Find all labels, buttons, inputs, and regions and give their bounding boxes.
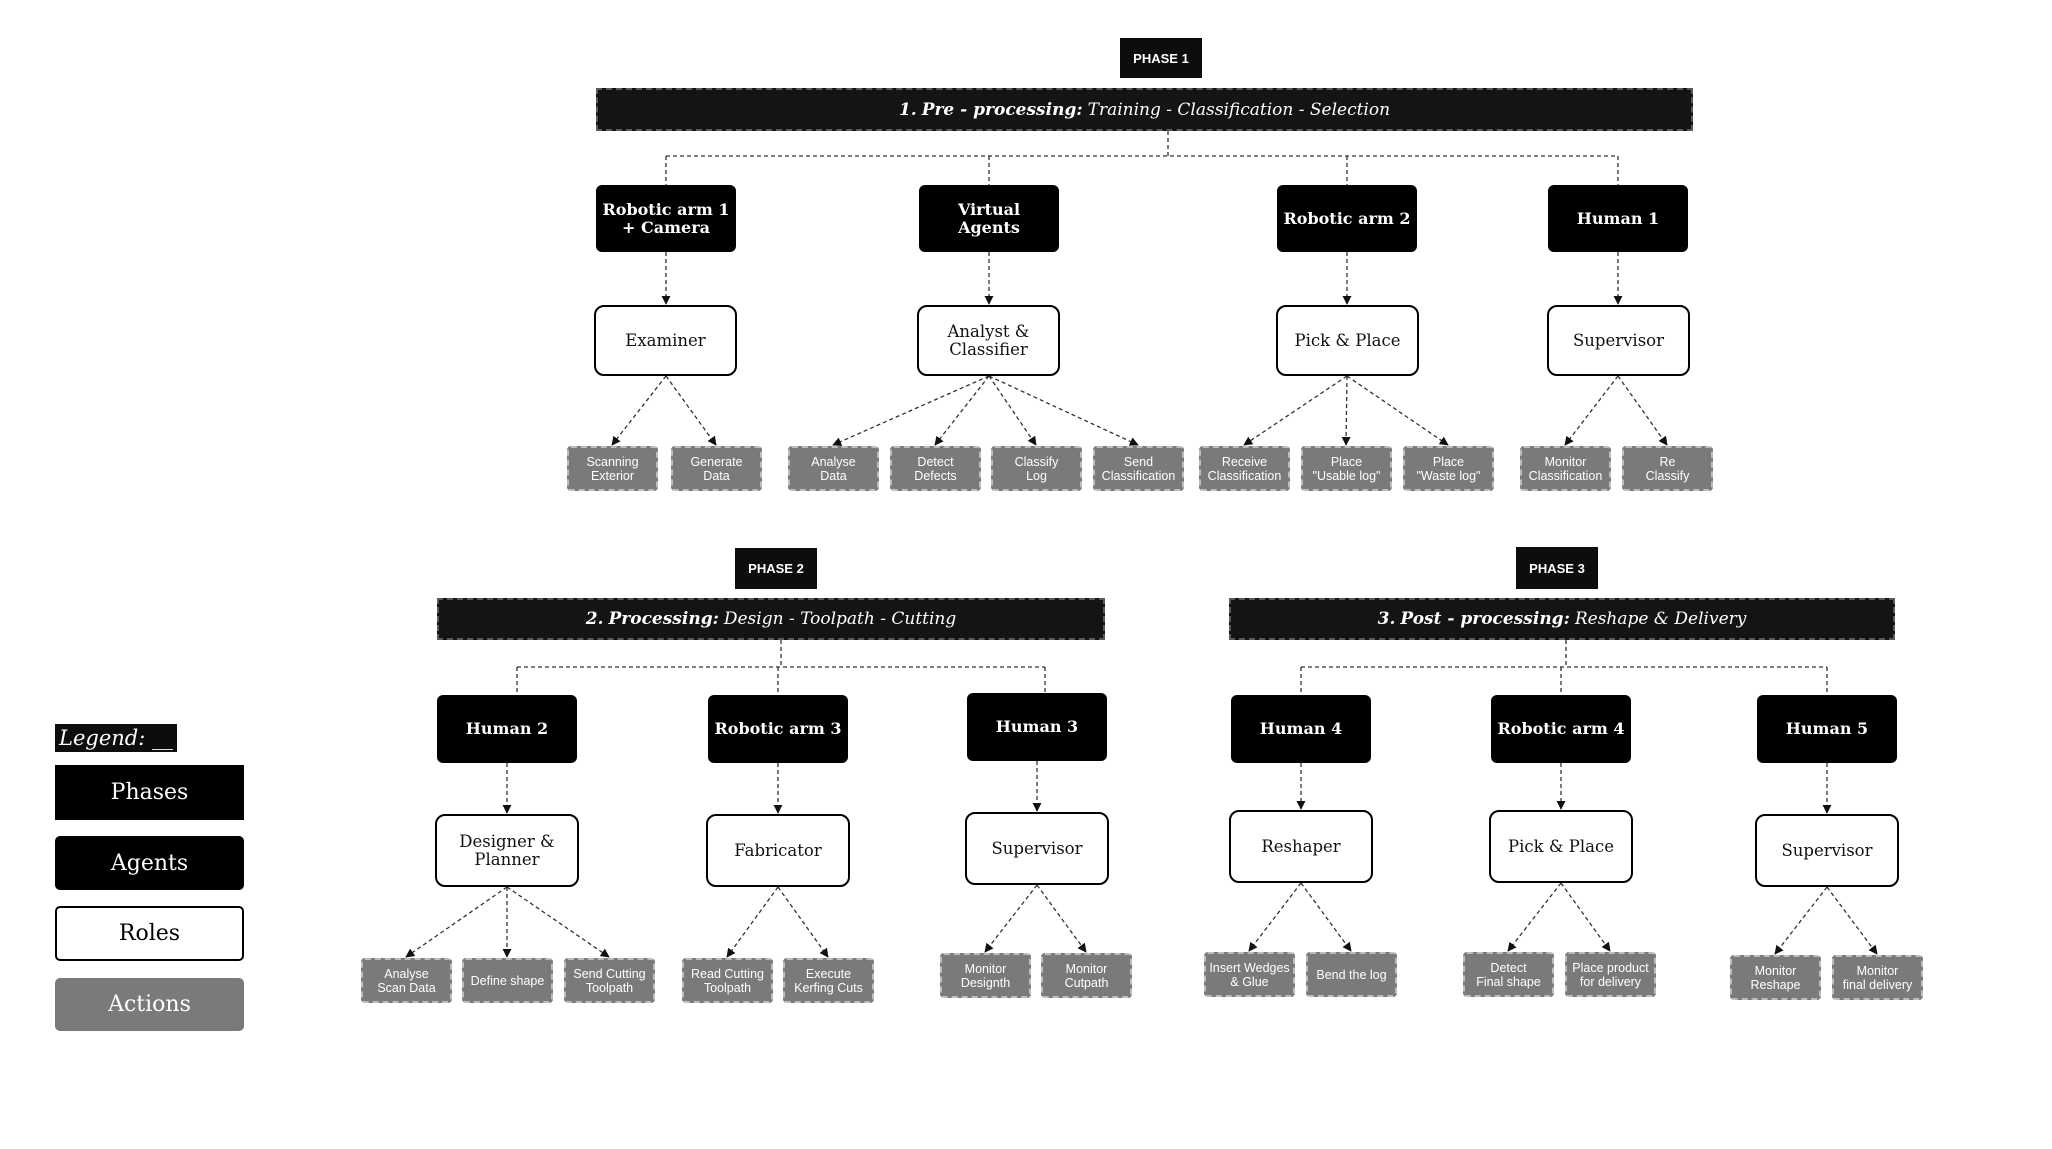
connector-arrow (934, 375, 990, 446)
action-generate-data: Generate Data (671, 446, 762, 491)
agent-robotic-arm-1: Robotic arm 1 + Camera (596, 185, 736, 252)
connector-arrow (984, 884, 1038, 953)
connector-arrow (506, 886, 610, 958)
role-analyst-classifier: Analyst & Classifier (917, 305, 1060, 376)
action-monitor-designth: Monitor Designth (940, 953, 1031, 998)
role-supervisor: Supervisor (1755, 814, 1899, 887)
agent-robotic-arm-3: Robotic arm 3 (708, 695, 848, 763)
phase-3-tag: PHASE 3 (1516, 547, 1598, 589)
action-monitor-classification: Monitor Classification (1520, 446, 1611, 491)
action-send-cutting-toolpath: Send Cutting Toolpath (564, 958, 655, 1003)
action-send-classification: Send Classification (1093, 446, 1184, 491)
connector-arrow (1243, 375, 1348, 446)
connector-arrow (665, 375, 717, 446)
phase-1-title-bold: Pre - processing: (921, 99, 1083, 120)
connector-arrow (726, 886, 779, 958)
legend-roles: Roles (55, 906, 244, 961)
role-supervisor: Supervisor (1547, 305, 1690, 376)
phase-2-number: 2. (585, 609, 604, 629)
legend-actions: Actions (55, 978, 244, 1031)
action-read-cutting-toolpath: Read Cutting Toolpath (682, 958, 773, 1003)
action-execute-kerfing-cuts: Execute Kerfing Cuts (783, 958, 874, 1003)
action-scanning-exterior: Scanning Exterior (567, 446, 658, 491)
agent-robotic-arm-4: Robotic arm 4 (1491, 695, 1631, 763)
connector-arrow (1346, 375, 1449, 446)
connector-arrow (1248, 882, 1302, 952)
phase-1-tag: PHASE 1 (1120, 38, 1202, 78)
role-examiner: Examiner (594, 305, 737, 376)
connector-arrow (1560, 882, 1611, 952)
role-reshaper: Reshaper (1229, 810, 1373, 883)
action-bend-the-log: Bend the log (1306, 952, 1397, 997)
phase-2-tag: PHASE 2 (735, 548, 817, 589)
phase-1-number: 1. (898, 99, 917, 120)
phase-3-title-rest: Reshape & Delivery (1574, 609, 1747, 629)
agent-human-4: Human 4 (1231, 695, 1371, 763)
role-pick-place: Pick & Place (1276, 305, 1419, 376)
agent-robotic-arm-2: Robotic arm 2 (1277, 185, 1417, 252)
connector-arrow (1300, 882, 1352, 952)
connector-arrow (1036, 884, 1087, 953)
connector-arrow (405, 886, 508, 958)
action-detect-defects: Detect Defects (890, 446, 981, 491)
action-place-usable-log: Place "Usable log" (1301, 446, 1392, 491)
agent-human-1: Human 1 (1548, 185, 1688, 252)
connector-arrow (777, 886, 829, 958)
action-place-product-for-delivery: Place product for delivery (1565, 952, 1656, 997)
phase-2-title-rest: Design - Toolpath - Cutting (723, 609, 957, 629)
connector-arrow (611, 375, 667, 446)
connector-arrow (832, 375, 990, 446)
agent-virtual-agents: Virtual Agents (919, 185, 1059, 252)
role-supervisor: Supervisor (965, 812, 1109, 885)
action-detect-final-shape: Detect Final shape (1463, 952, 1554, 997)
connector-arrow (988, 375, 1139, 446)
agent-human-5: Human 5 (1757, 695, 1897, 763)
action-monitor-cutpath: Monitor Cutpath (1041, 953, 1132, 998)
role-designer-planner: Designer & Planner (435, 814, 579, 887)
action-monitor-reshape: Monitor Reshape (1730, 955, 1821, 1000)
role-fabricator: Fabricator (706, 814, 850, 887)
connector-arrow (1774, 886, 1828, 955)
action-receive-classification: Receive Classification (1199, 446, 1290, 491)
action-analyse-scan-data: Analyse Scan Data (361, 958, 452, 1003)
action-re-classify: Re Classify (1622, 446, 1713, 491)
action-monitor-final-delivery: Monitor final delivery (1832, 955, 1923, 1000)
action-place-waste-log: Place "Waste log" (1403, 446, 1494, 491)
phase-2-title-bar: 2.Processing:Design - Toolpath - Cutting (437, 598, 1105, 640)
connector-arrow (1617, 375, 1668, 446)
phase-2-title-bold: Processing: (608, 609, 719, 629)
action-analyse-data: Analyse Data (788, 446, 879, 491)
connector-arrow (1564, 375, 1619, 446)
phase-3-title-bold: Post - processing: (1400, 609, 1570, 629)
legend-phases: Phases (55, 765, 244, 820)
phase-1-title-rest: Training - Classification - Selection (1087, 99, 1391, 120)
action-define-shape: Define shape (462, 958, 553, 1003)
role-pick-place: Pick & Place (1489, 810, 1633, 883)
legend-agents: Agents (55, 836, 244, 890)
phase-3-number: 3. (1377, 609, 1396, 629)
action-classify-log: Classify Log (991, 446, 1082, 491)
agent-human-2: Human 2 (437, 695, 577, 763)
connector-arrow (1507, 882, 1562, 952)
legend-title: Legend: __ (55, 724, 177, 752)
connector-arrow (988, 375, 1037, 446)
connector-arrow (1341, 375, 1351, 446)
connector-arrow (1826, 886, 1878, 955)
action-insert-wedges-glue: Insert Wedges & Glue (1204, 952, 1295, 997)
phase-3-title-bar: 3.Post - processing:Reshape & Delivery (1229, 598, 1895, 640)
agent-human-3: Human 3 (967, 693, 1107, 761)
phase-1-title-bar: 1.Pre - processing:Training - Classifica… (596, 88, 1693, 131)
